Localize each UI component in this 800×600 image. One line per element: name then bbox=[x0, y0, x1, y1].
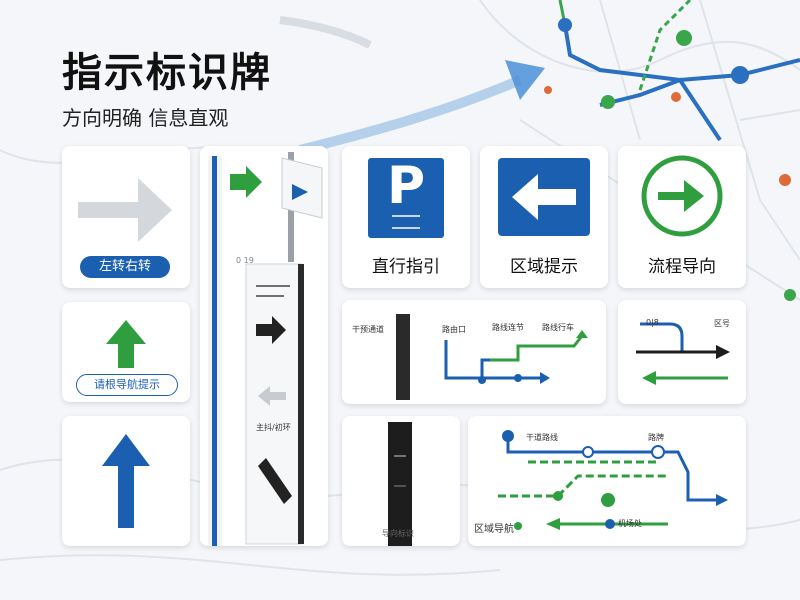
flow-label: 流程导向 bbox=[648, 257, 716, 277]
up-arrow-icon bbox=[106, 320, 146, 368]
turn-sign-card[interactable]: 左转右转 bbox=[62, 146, 190, 288]
pillar-card[interactable]: 导向标识 bbox=[342, 416, 460, 546]
up-badge: 请根导航提示 bbox=[76, 374, 178, 396]
pillar-small-a: 干预通道 bbox=[352, 325, 384, 334]
route-map bbox=[498, 430, 728, 530]
pole-sign-card[interactable]: 0 19 主抖/初环 bbox=[200, 146, 328, 546]
zone-label: 区域提示 bbox=[510, 257, 578, 277]
route-map-stop-4: 机场处 bbox=[618, 519, 642, 528]
route-diagram-card[interactable]: 路由口 路线连节 路线行车 干预通道 bbox=[342, 300, 606, 404]
lane-sign-card[interactable]: 0|8 区号 bbox=[618, 300, 746, 404]
pillar-small-b: 导向标识 bbox=[382, 529, 414, 538]
blue-up-card[interactable] bbox=[62, 416, 190, 546]
right-arrow-icon bbox=[78, 178, 172, 242]
parking-icon bbox=[368, 158, 444, 238]
zone-sign-card[interactable]: 区域提示 bbox=[480, 146, 608, 288]
pole-small-text: 0 19 bbox=[236, 256, 254, 265]
route-map-stop-3: 区域导航 bbox=[474, 524, 514, 535]
route-text-1: 路由口 bbox=[442, 325, 466, 334]
route-text-3: 路线行车 bbox=[542, 323, 574, 332]
parking-label: 直行指引 bbox=[372, 257, 440, 277]
circle-right-arrow-icon bbox=[641, 155, 723, 237]
lane-text-2: 区号 bbox=[714, 319, 730, 328]
page-title: 指示标识牌 bbox=[62, 50, 272, 96]
flow-sign-card[interactable]: 流程导向 bbox=[618, 146, 746, 288]
pole-sign-illustration bbox=[208, 152, 323, 546]
up-sign-card[interactable]: 请根导航提示 bbox=[62, 302, 190, 402]
parking-sign-card[interactable]: P 直行指引 bbox=[342, 146, 470, 288]
route-diagram bbox=[396, 314, 588, 400]
turn-badge: 左转右转 bbox=[80, 256, 170, 278]
page-subtitle: 方向明确 信息直观 bbox=[62, 106, 229, 130]
parking-letter: P bbox=[386, 156, 426, 216]
route-text-2: 路线连节 bbox=[492, 323, 524, 332]
lane-arrows bbox=[636, 322, 730, 385]
route-map-stop-1: 干道路线 bbox=[526, 433, 558, 442]
route-map-stop-2: 路牌 bbox=[648, 433, 664, 442]
pillar-illustration bbox=[388, 422, 412, 546]
pole-panel-text: 主抖/初环 bbox=[256, 423, 291, 432]
route-map-card[interactable]: 干道路线 路牌 区域导航 机场处 bbox=[468, 416, 746, 546]
left-arrow-icon bbox=[498, 158, 590, 236]
lane-text-1: 0|8 bbox=[646, 318, 659, 327]
blue-up-arrow-icon bbox=[102, 434, 150, 528]
